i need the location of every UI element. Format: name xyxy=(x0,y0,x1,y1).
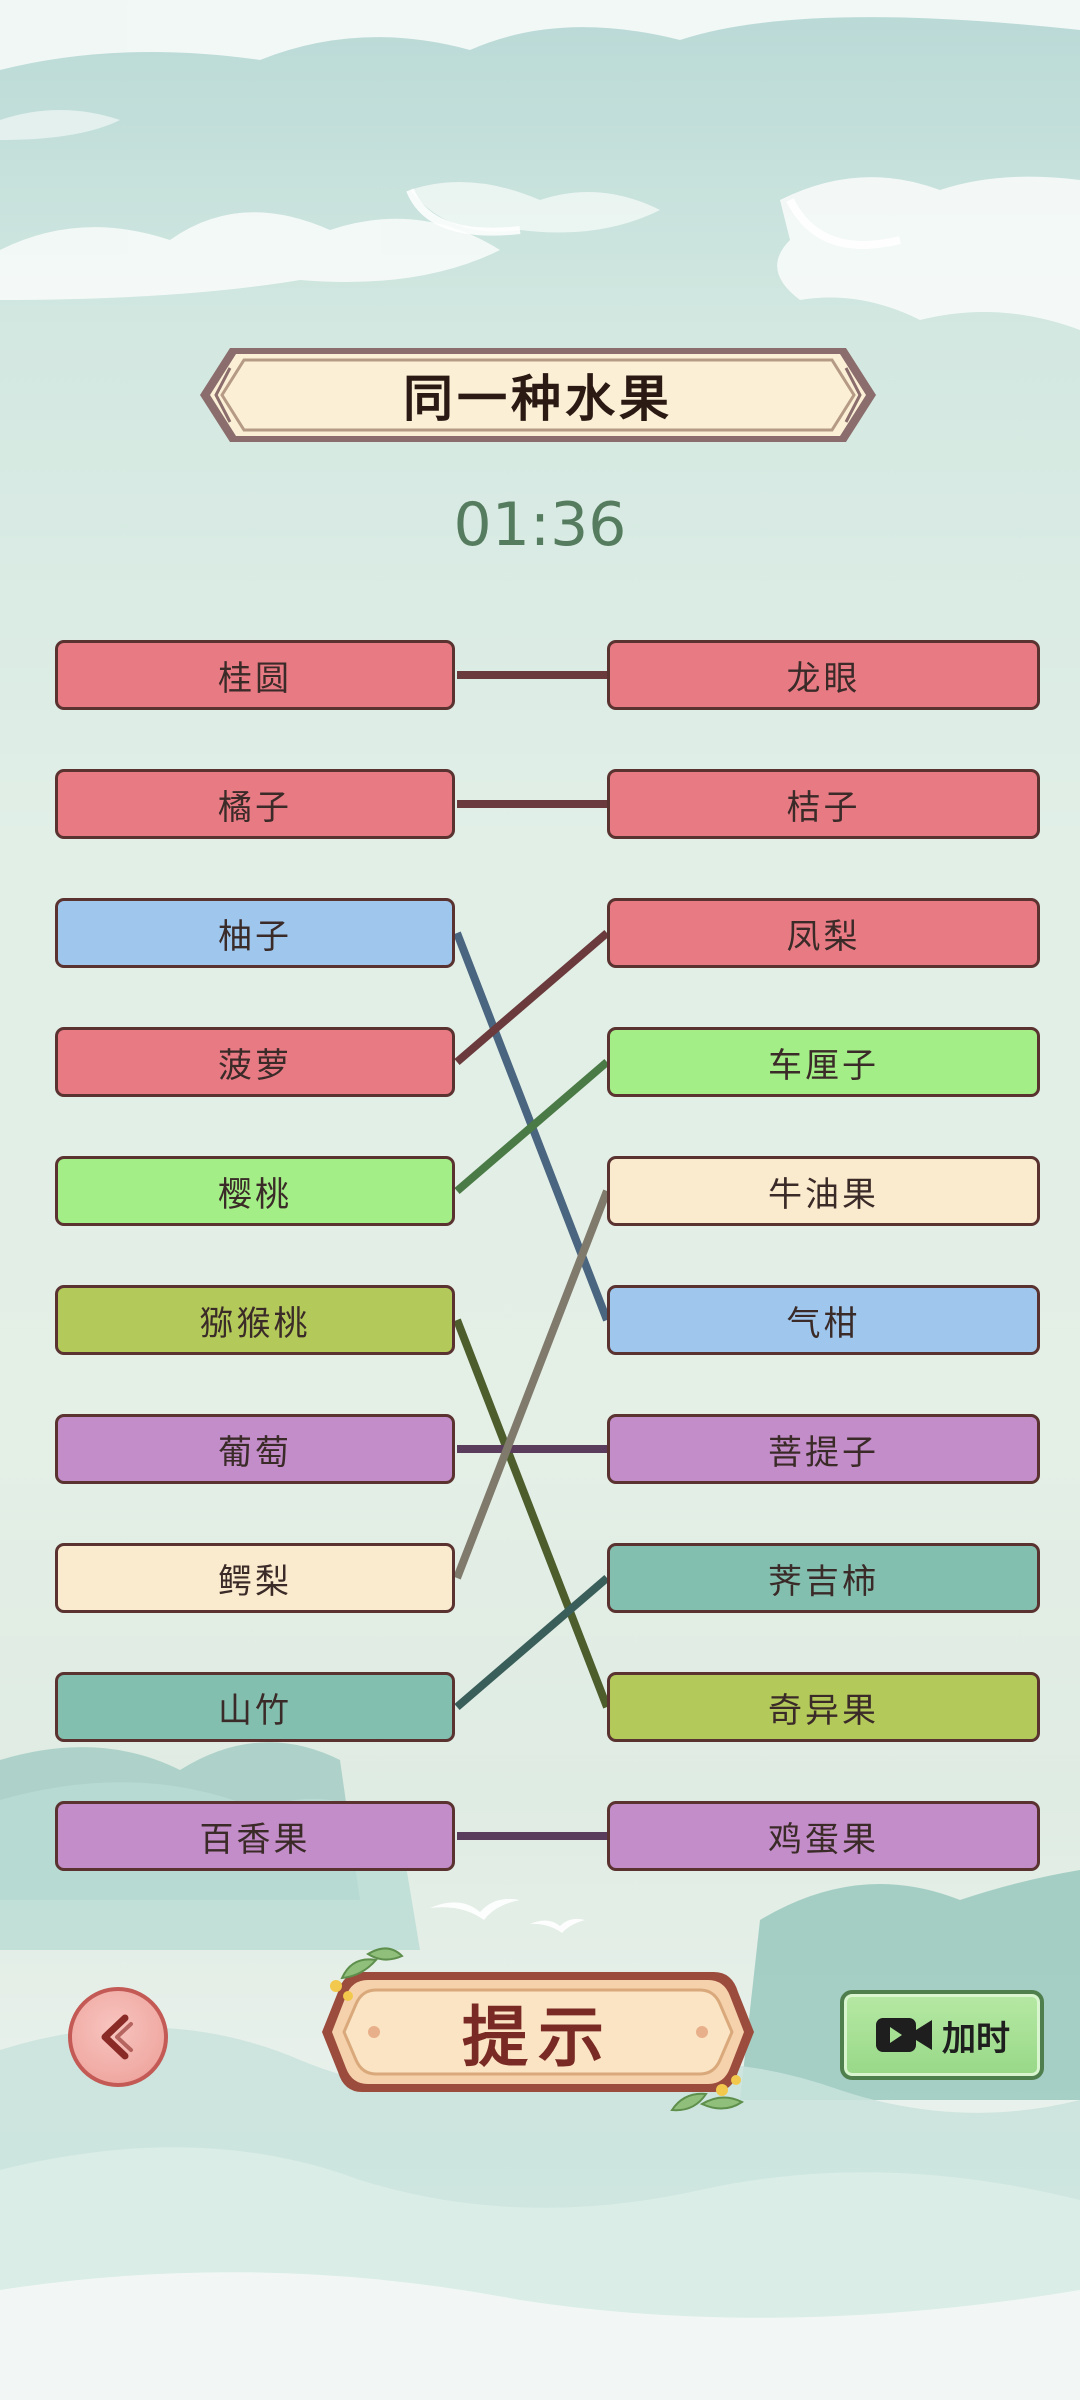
left-card-0[interactable]: 桂圆 xyxy=(55,640,455,710)
add-time-button[interactable]: 加时 xyxy=(840,1990,1044,2080)
left-card-6[interactable]: 葡萄 xyxy=(55,1414,455,1484)
right-card-1[interactable]: 桔子 xyxy=(607,769,1040,839)
right-card-6[interactable]: 菩提子 xyxy=(607,1414,1040,1484)
page-title: 同一种水果 xyxy=(403,369,673,428)
left-card-2[interactable]: 柚子 xyxy=(55,898,455,968)
right-card-5[interactable]: 气柑 xyxy=(607,1285,1040,1355)
left-card-3[interactable]: 菠萝 xyxy=(55,1027,455,1097)
right-card-2[interactable]: 凤梨 xyxy=(607,898,1040,968)
right-card-4[interactable]: 牛油果 xyxy=(607,1156,1040,1226)
hint-button[interactable] xyxy=(322,1942,754,2122)
add-time-label: 加时 xyxy=(942,2018,1010,2059)
left-card-1[interactable]: 橘子 xyxy=(55,769,455,839)
right-card-9[interactable]: 鸡蛋果 xyxy=(607,1801,1040,1871)
right-card-3[interactable]: 车厘子 xyxy=(607,1027,1040,1097)
left-card-4[interactable]: 樱桃 xyxy=(55,1156,455,1226)
right-card-0[interactable]: 龙眼 xyxy=(607,640,1040,710)
title-banner xyxy=(200,348,876,442)
back-button[interactable] xyxy=(68,1987,168,2087)
video-camera-icon xyxy=(876,2018,932,2052)
countdown-timer: 01:36 xyxy=(453,490,627,560)
chevron-left-icon xyxy=(101,2014,133,2060)
left-card-5[interactable]: 猕猴桃 xyxy=(55,1285,455,1355)
left-card-9[interactable]: 百香果 xyxy=(55,1801,455,1871)
hint-label: 提示 xyxy=(462,1998,614,2076)
left-card-8[interactable]: 山竹 xyxy=(55,1672,455,1742)
right-card-8[interactable]: 奇异果 xyxy=(607,1672,1040,1742)
right-card-7[interactable]: 荠吉柿 xyxy=(607,1543,1040,1613)
left-card-7[interactable]: 鳄梨 xyxy=(55,1543,455,1613)
